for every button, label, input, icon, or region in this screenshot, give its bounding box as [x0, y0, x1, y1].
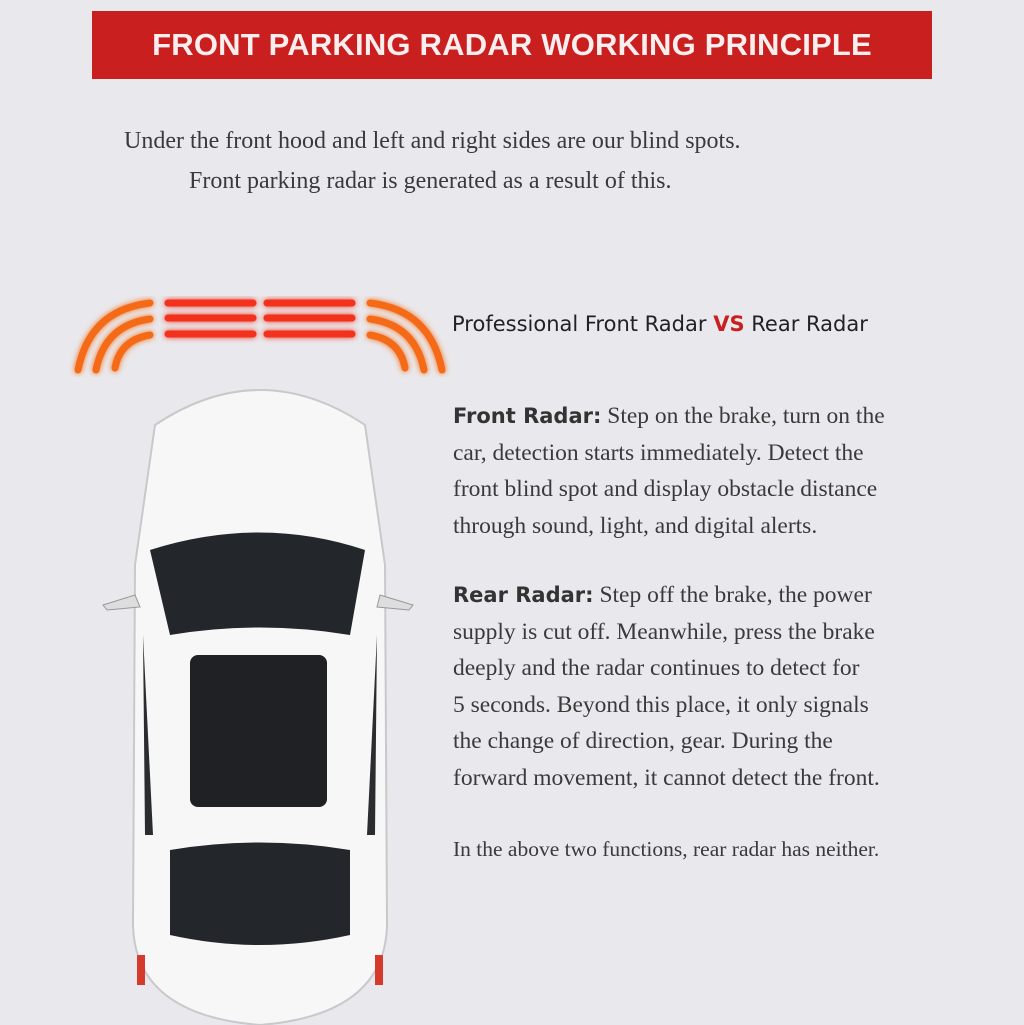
comparison-heading: Professional Front Radar VS Rear Radar [452, 312, 868, 336]
text-line: the change of direction, gear. During th… [453, 728, 833, 754]
radar-waves-icon [74, 299, 446, 374]
title-banner: FRONT PARKING RADAR WORKING PRINCIPLE [92, 11, 932, 79]
text-line: Step on the brake, turn on the [601, 403, 885, 429]
text-line: forward movement, it cannot detect the f… [453, 764, 880, 791]
text-line: deeply and the radar continues to detect… [453, 655, 860, 681]
rear-radar-label: Rear Radar: [453, 583, 594, 607]
rear-radar-description: Rear Radar: Step off the brake, the powe… [453, 577, 880, 796]
rear-radar-text: Rear Radar [744, 312, 868, 336]
front-radar-description: Front Radar: Step on the brake, turn on … [453, 398, 885, 544]
intro-line-1: Under the front hood and left and right … [124, 128, 741, 154]
text-line: car, detection starts immediately. Detec… [453, 439, 864, 466]
front-radar-text: Professional Front Radar [452, 312, 714, 336]
intro-line-2: Front parking radar is generated as a re… [189, 168, 672, 194]
text-line: Step off the brake, the power [593, 582, 872, 608]
text-line: 5 seconds. Beyond this place, it only si… [453, 691, 869, 718]
text-line: through sound, light, and digital alerts… [453, 512, 818, 539]
text-line: front blind spot and display obstacle di… [453, 476, 878, 502]
page-title: FRONT PARKING RADAR WORKING PRINCIPLE [152, 27, 872, 62]
front-radar-label: Front Radar: [453, 404, 602, 428]
text-line: supply is cut off. Meanwhile, press the … [453, 618, 875, 645]
car-top-view [102, 389, 414, 1025]
footer-note: In the above two functions, rear radar h… [453, 837, 880, 861]
vs-text: VS [713, 312, 745, 336]
